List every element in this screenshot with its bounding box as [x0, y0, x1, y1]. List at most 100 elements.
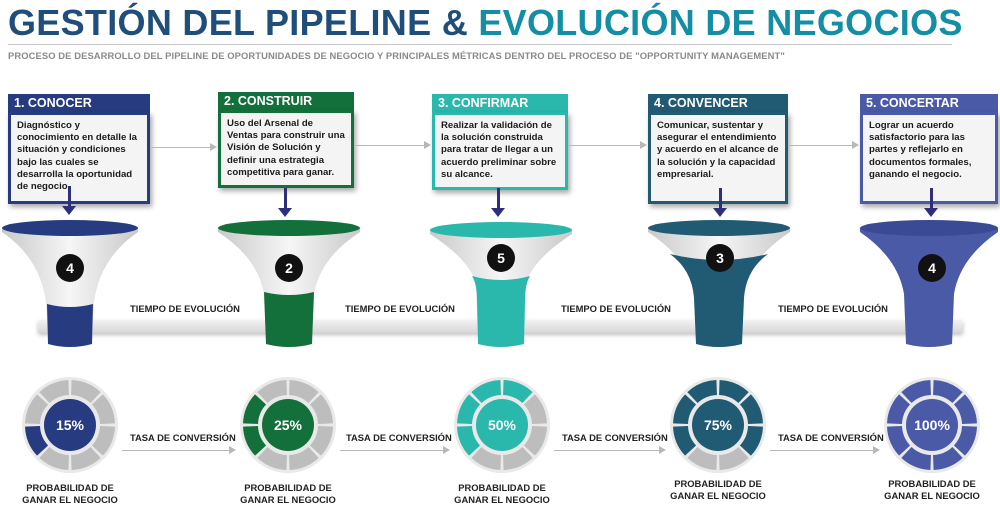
down-arrow-2	[284, 188, 287, 210]
down-arrow-icon	[924, 208, 938, 217]
ring-center	[262, 399, 314, 451]
ring-segment-empty	[71, 380, 101, 404]
probability-label-line2: GANAR EL NEGOCIO	[454, 494, 550, 505]
stage-count-badge-3: 5	[487, 244, 515, 272]
stage-text-3: Realizar la validación de la solución co…	[432, 112, 568, 190]
probability-ring-4	[670, 377, 766, 473]
ring-segment-filled	[503, 380, 533, 404]
stage-text-content-3: Realizar la validación de la solución co…	[441, 120, 557, 180]
ring-segment-filled	[739, 426, 763, 456]
connector-1-2	[151, 147, 211, 148]
stage-count-badge-1: 4	[56, 254, 84, 282]
funnel-2	[218, 220, 360, 347]
stage-title-5: 5. CONCERTAR	[860, 94, 998, 112]
ring-segment-filled	[25, 426, 49, 456]
probability-ring-2	[240, 377, 336, 473]
conversion-line-3	[554, 450, 660, 451]
probability-label-line2: GANAR EL NEGOCIO	[240, 494, 336, 505]
connector-2-3	[355, 145, 425, 146]
probability-label-line1: PROBABILIDAD DE	[458, 482, 546, 493]
ring-segment-filled	[953, 426, 977, 456]
page-title: GESTIÓN DEL PIPELINE & EVOLUCIÓN DE NEGO…	[8, 2, 963, 44]
down-arrow-icon	[62, 206, 76, 215]
probability-value-1: 15%	[55, 417, 85, 433]
probability-value-3: 50%	[487, 417, 517, 433]
stage-title-2: 2. CONSTRUIR	[218, 92, 354, 110]
ring-segment-empty	[471, 446, 501, 470]
stage-text-content-4: Comunicar, sustentar y asegurar el enten…	[657, 120, 779, 180]
conversion-arrow-icon	[659, 446, 666, 454]
conversion-label-1: TASA DE CONVERSIÓN	[130, 432, 236, 443]
ring-segment-empty	[687, 446, 717, 470]
stage-text-content-2: Uso del Arsenal de Ventas para construir…	[227, 118, 345, 178]
ring-segment-empty	[71, 446, 101, 470]
probability-ring-3	[454, 377, 550, 473]
ring-segment-empty	[289, 446, 319, 470]
stage-text-5: Lograr un acuerdo satisfactorio para las…	[860, 112, 998, 204]
connector-4-5	[789, 145, 853, 146]
ring-segment-empty	[309, 394, 333, 424]
time-label-3: TIEMPO DE EVOLUCIÓN	[561, 303, 671, 314]
conversion-label-3: TASA DE CONVERSIÓN	[562, 432, 668, 443]
ring-center	[44, 399, 96, 451]
down-arrow-4	[719, 188, 722, 210]
ring-segment-empty	[39, 446, 69, 470]
title-part-2: EVOLUCIÓN DE NEGOCIOS	[478, 2, 963, 43]
probability-label-line2: GANAR EL NEGOCIO	[670, 490, 766, 501]
stage-count-badge-2: 2	[275, 254, 303, 282]
stage-count-badge-4: 3	[706, 244, 734, 272]
stage-title-3: 3. CONFIRMAR	[432, 94, 568, 112]
probability-label-line1: PROBABILIDAD DE	[888, 478, 976, 489]
ring-center	[692, 399, 744, 451]
stage-text-1: Diagnóstico y conocimiento en detalle la…	[8, 112, 150, 204]
conversion-line-1	[122, 450, 230, 451]
probability-label-line2: GANAR EL NEGOCIO	[22, 494, 118, 505]
probability-value-5: 100%	[914, 417, 950, 433]
down-arrow-icon	[278, 208, 292, 217]
ring-segment-filled	[687, 380, 717, 404]
stage-box-1: 1. CONOCER Diagnóstico y conocimiento en…	[8, 94, 150, 204]
ring-segment-filled	[457, 426, 481, 456]
connector-arrow-icon	[640, 141, 647, 149]
probability-value-2: 25%	[273, 417, 303, 433]
stage-text-2: Uso del Arsenal de Ventas para construir…	[218, 110, 354, 188]
funnel-4	[648, 220, 790, 347]
ring-segment-empty	[503, 446, 533, 470]
down-arrow-icon	[713, 208, 727, 217]
ring-segment-filled	[933, 380, 963, 404]
time-label-1: TIEMPO DE EVOLUCIÓN	[130, 303, 240, 314]
down-arrow-3	[497, 188, 500, 210]
conversion-line-2	[340, 450, 444, 451]
funnel-1	[2, 220, 138, 347]
ring-segment-filled	[243, 394, 267, 424]
ring-segment-empty	[309, 426, 333, 456]
conversion-arrow-icon	[443, 446, 450, 454]
stage-box-5: 5. CONCERTAR Lograr un acuerdo satisfact…	[860, 94, 998, 204]
conversion-line-4	[770, 450, 874, 451]
ring-segment-filled	[901, 380, 931, 404]
conversion-label-2: TASA DE CONVERSIÓN	[346, 432, 452, 443]
ring-segment-empty	[91, 426, 115, 456]
conversion-label-4: TASA DE CONVERSIÓN	[778, 432, 884, 443]
probability-ring-5	[884, 377, 980, 473]
down-arrow-icon	[491, 208, 505, 217]
ring-segment-empty	[523, 426, 547, 456]
title-divider	[8, 44, 952, 45]
probability-label-line1: PROBABILIDAD DE	[26, 482, 114, 493]
funnel-5	[860, 220, 998, 347]
down-arrow-1	[68, 186, 71, 208]
ring-segment-filled	[887, 426, 911, 456]
ring-segment-empty	[523, 394, 547, 424]
probability-ring-1	[22, 377, 118, 473]
ring-segment-filled	[471, 380, 501, 404]
ring-segment-filled	[901, 446, 931, 470]
ring-segment-empty	[289, 380, 319, 404]
ring-segment-empty	[257, 380, 287, 404]
ring-segment-empty	[39, 380, 69, 404]
probability-label-line2: GANAR EL NEGOCIO	[884, 490, 980, 501]
ring-segment-filled	[673, 394, 697, 424]
